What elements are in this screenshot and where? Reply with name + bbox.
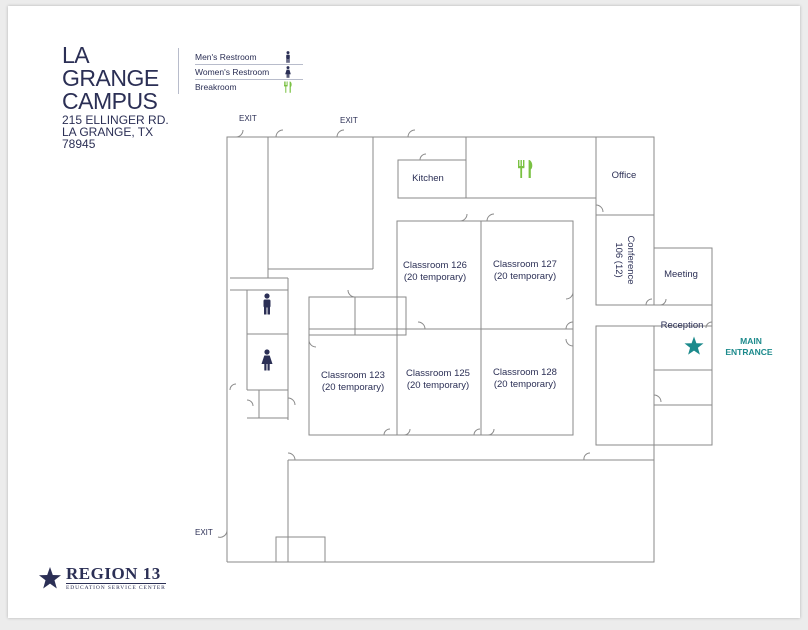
campus-address: 215 ELLINGER RD. LA GRANGE, TX 78945 xyxy=(62,114,169,150)
legend-item-mens-restroom: Men's Restroom xyxy=(195,50,303,65)
room-capacity-classroom-127: (20 temporary) xyxy=(494,271,556,282)
address-line: 215 ELLINGER RD. xyxy=(62,113,169,127)
legend-label: Women's Restroom xyxy=(195,67,270,77)
room-label-classroom-123: Classroom 123 xyxy=(321,370,385,381)
address-line: LA GRANGE, TX xyxy=(62,125,154,139)
woman-icon xyxy=(261,349,273,371)
door-swings xyxy=(217,129,713,538)
logo-subtitle: EDUCATION SERVICE CENTER xyxy=(66,583,166,591)
walls xyxy=(226,136,713,563)
room-label-meeting: Meeting xyxy=(664,269,698,280)
utensils-icon xyxy=(284,81,292,93)
room-label-conference: Conference xyxy=(625,235,636,284)
room-capacity-classroom-126: (20 temporary) xyxy=(404,272,466,283)
campus-title-line: GRANGE xyxy=(62,65,159,91)
main-entrance-label: ENTRANCE xyxy=(725,347,773,357)
star-icon xyxy=(684,336,704,355)
legend-label: Breakroom xyxy=(195,82,237,92)
man-icon xyxy=(263,293,271,315)
legend: Men's Restroom Women's Restroom Breakroo… xyxy=(178,48,305,94)
man-icon xyxy=(286,51,290,63)
exit-label: EXIT xyxy=(195,528,213,537)
room-label-office: Office xyxy=(612,170,637,181)
main-entrance-label: MAIN xyxy=(740,336,762,346)
region-13-logo: REGION 13 EDUCATION SERVICE CENTER xyxy=(38,564,178,594)
map-card xyxy=(8,6,800,618)
room-label-conference-capacity: 106 (12) xyxy=(613,242,624,277)
campus-title-line: CAMPUS xyxy=(62,88,158,114)
logo-wordmark: REGION 13 xyxy=(66,564,161,583)
exit-label: EXIT xyxy=(239,114,257,123)
exit-label: EXIT xyxy=(340,116,358,125)
star-icon xyxy=(39,567,61,589)
campus-title-line: LA xyxy=(62,42,90,68)
room-label-classroom-128: Classroom 128 xyxy=(493,367,557,378)
room-label-classroom-125: Classroom 125 xyxy=(406,368,470,379)
room-capacity-classroom-128: (20 temporary) xyxy=(494,379,556,390)
room-capacity-classroom-125: (20 temporary) xyxy=(407,380,469,391)
woman-icon xyxy=(285,66,291,78)
room-label-kitchen: Kitchen xyxy=(412,173,444,184)
legend-label: Men's Restroom xyxy=(195,52,257,62)
room-label-classroom-126: Classroom 126 xyxy=(403,260,467,271)
room-capacity-classroom-123: (20 temporary) xyxy=(322,382,384,393)
room-label-reception: Reception xyxy=(661,320,704,331)
campus-title: LA GRANGE CAMPUS xyxy=(62,44,159,113)
legend-item-breakroom: Breakroom xyxy=(195,80,303,94)
utensils-icon xyxy=(518,160,533,178)
legend-item-womens-restroom: Women's Restroom xyxy=(195,65,303,80)
room-label-classroom-127: Classroom 127 xyxy=(493,259,557,270)
address-line: 78945 xyxy=(62,137,96,151)
